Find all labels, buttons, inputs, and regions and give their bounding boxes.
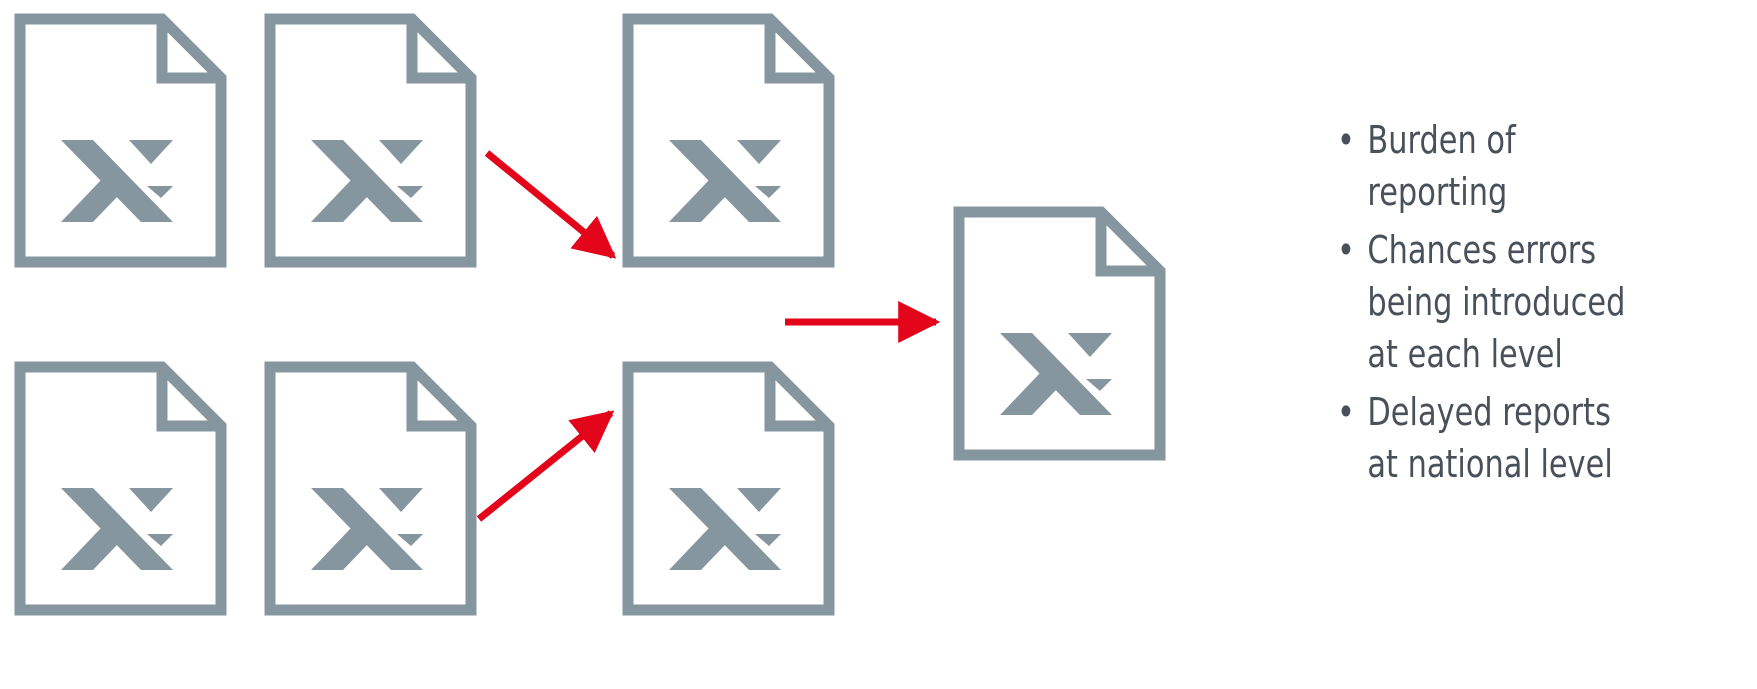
spreadsheet-file-icon	[959, 212, 1160, 455]
spreadsheet-file-icon	[270, 19, 471, 262]
bullet-line: Burden of reporting	[1367, 118, 1516, 214]
arrow-icon	[476, 410, 615, 522]
spreadsheet-file-icon	[270, 367, 471, 610]
list-item: • Delayed reports at national level	[1337, 386, 1665, 490]
bullet-icon: •	[1337, 228, 1355, 272]
spreadsheet-file-icon	[20, 367, 221, 610]
list-item: • Chances errors being introduced at eac…	[1337, 224, 1665, 380]
spreadsheet-file-icon	[628, 19, 829, 262]
bullet-line: Chances errors	[1367, 228, 1597, 272]
bullet-line: at national level	[1367, 442, 1613, 486]
bullet-line: at each level	[1367, 332, 1563, 376]
bullet-line: Delayed reports	[1367, 390, 1611, 434]
bullet-line: being introduced	[1367, 280, 1626, 324]
consequences-list: • Burden of reporting • Chances errors b…	[1337, 114, 1665, 496]
list-item: • Burden of reporting	[1337, 114, 1665, 218]
bullet-icon: •	[1337, 390, 1355, 434]
bullet-icon: •	[1337, 118, 1355, 162]
spreadsheet-file-icon	[20, 19, 221, 262]
arrow-icon	[484, 150, 617, 259]
spreadsheet-file-icon	[628, 367, 829, 610]
